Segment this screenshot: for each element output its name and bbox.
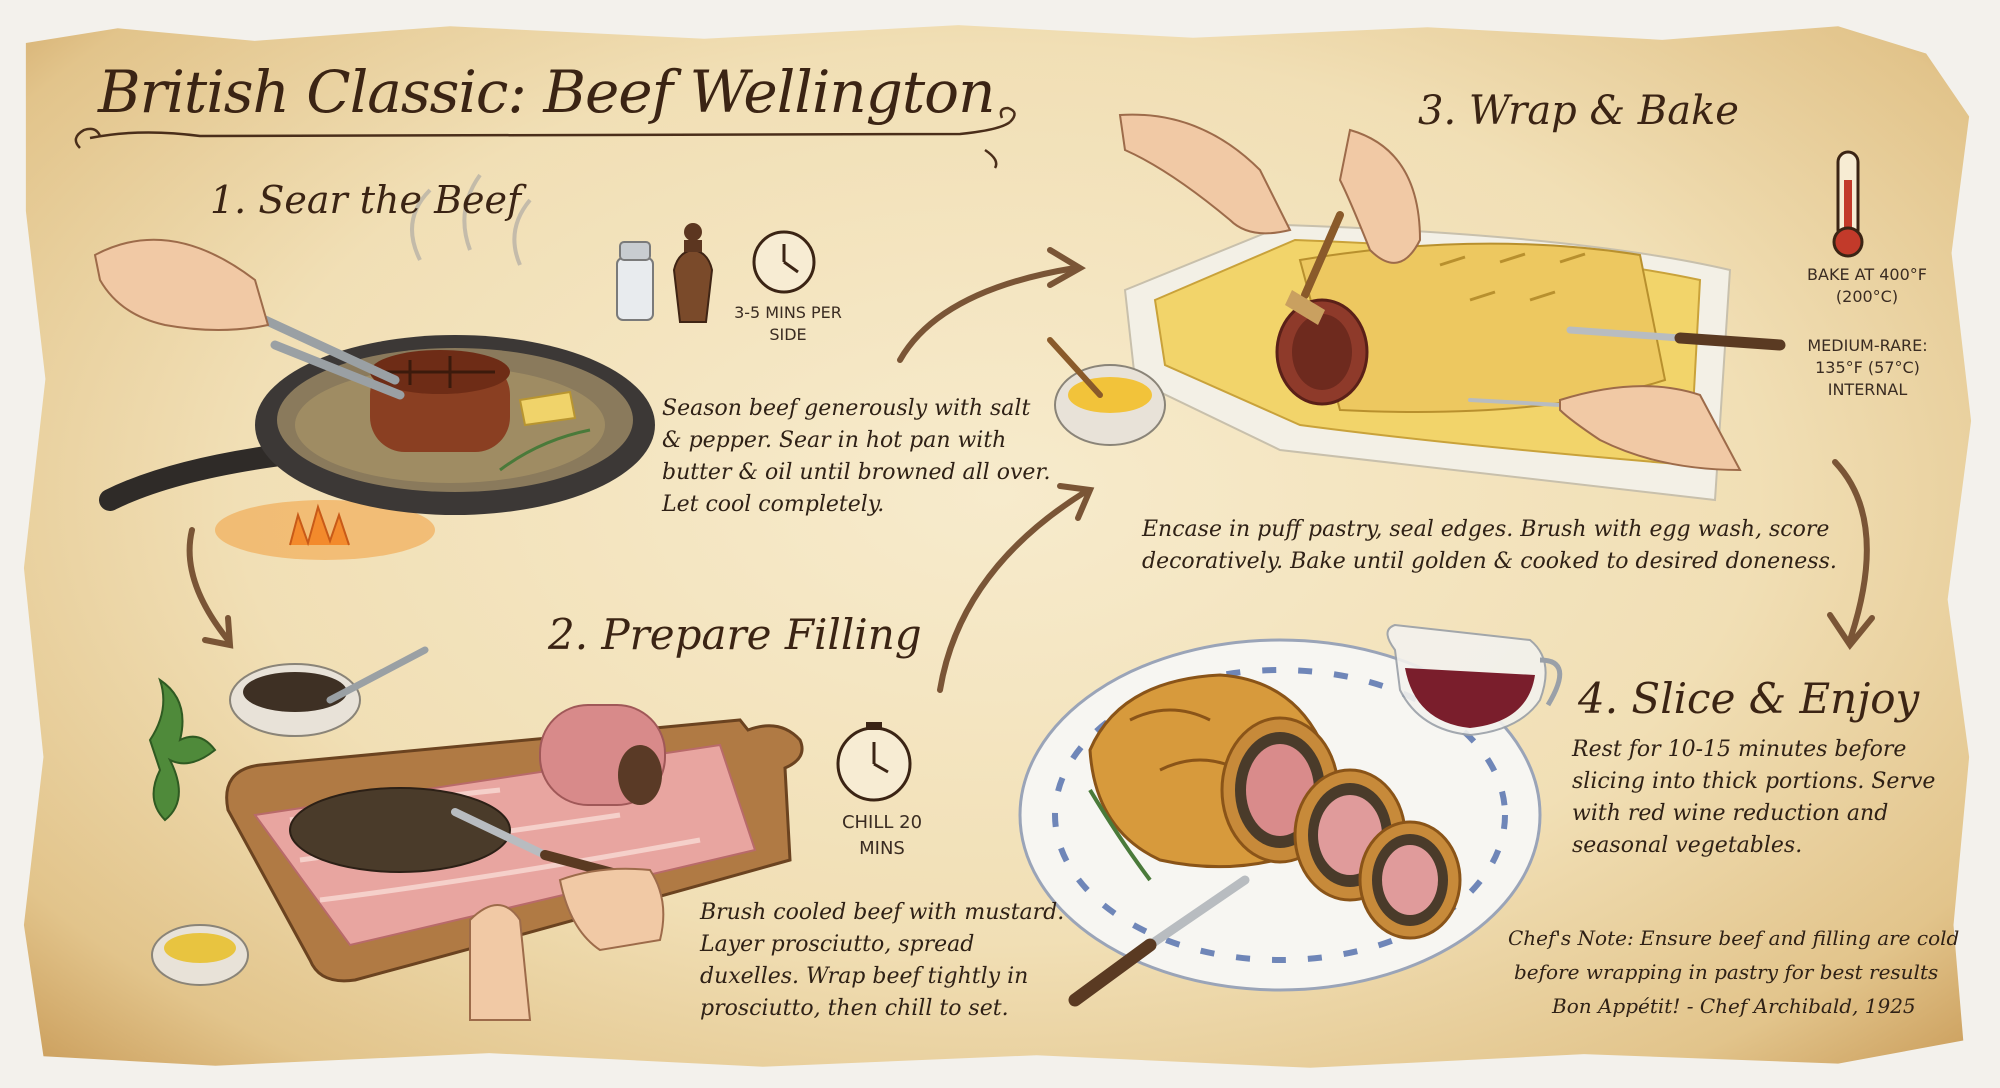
timer-icon — [836, 722, 912, 802]
chef-signature: Bon Appétit! - Chef Archibald, 1925 — [1552, 994, 1916, 1018]
chef-note: Chef's Note: Ensure beef and filling are… — [1508, 926, 1960, 950]
step-2-instructions: Brush cooled beef with mustard. Layer pr… — [700, 900, 1065, 1021]
step-3-instructions: Encase in puff pastry, seal edges. Brush… — [1142, 517, 1837, 574]
step-1-instructions: Season beef generously with salt & peppe… — [662, 396, 1051, 517]
step-3-heading: 3. Wrap & Bake — [1418, 88, 1739, 134]
bake-temp-callout: BAKE AT 400°F (200°C) — [1807, 265, 1927, 306]
step-4-heading: 4. Slice & Enjoy — [1578, 674, 1920, 723]
sear-time-callout: 3-5 MINS PER SIDE — [734, 303, 842, 344]
step-2-heading: 2. Prepare Filling — [548, 610, 922, 659]
sliced-wellington-platter-illustration — [1018, 623, 1563, 1007]
chill-time-callout: CHILL 20 MINS — [841, 812, 923, 859]
doneness-callout: MEDIUM-RARE: 135°F (57°C) INTERNAL — [1807, 336, 1928, 399]
clock-icon — [752, 230, 816, 294]
pepper-mill-icon — [672, 223, 714, 323]
pastry-wrap-illustration — [1047, 113, 1786, 502]
poster-title: British Classic: Beef Wellington — [98, 58, 995, 126]
thermometer-icon — [1832, 150, 1864, 258]
seared-beef-pan-illustration — [93, 173, 655, 560]
chef-note-continued: before wrapping in pastry for best resul… — [1514, 960, 1939, 984]
salt-shaker-icon — [616, 241, 654, 321]
flow-arrows — [186, 247, 1875, 693]
step-1-heading: 1. Sear the Beef — [210, 178, 522, 222]
title-flourish — [74, 106, 1016, 169]
step-4-instructions: Rest for 10-15 minutes before slicing in… — [1572, 737, 1936, 858]
filling-prep-illustration — [148, 646, 804, 1021]
